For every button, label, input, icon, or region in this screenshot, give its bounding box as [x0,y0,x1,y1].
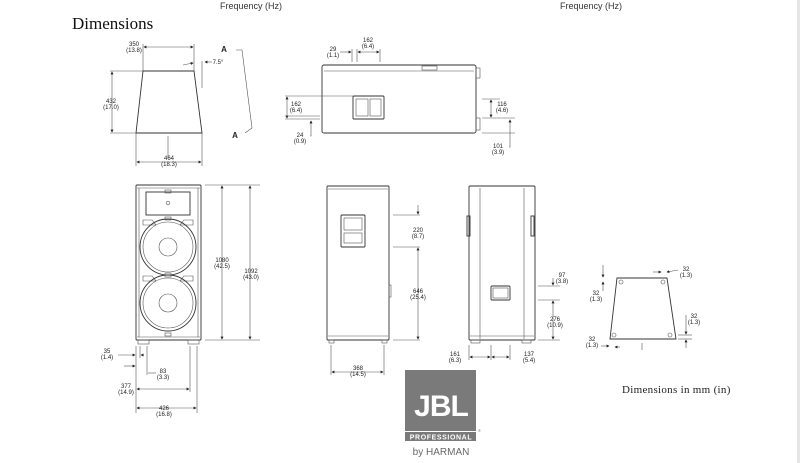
svg-text:(3.3): (3.3) [157,375,169,381]
rear-view: 97 (3.8) 276 (10.9) 161 (6.3) 137 (5.4) [449,185,568,364]
svg-text:7.5°: 7.5° [213,60,224,66]
svg-text:(6.3): (6.3) [449,358,461,364]
svg-text:162: 162 [291,102,302,108]
svg-text:(5.4): (5.4) [523,358,535,364]
svg-text:101: 101 [493,144,504,150]
svg-text:(14.9): (14.9) [118,390,134,396]
svg-text:137: 137 [524,352,535,358]
svg-text:(6.4): (6.4) [290,108,302,114]
svg-text:32: 32 [589,337,596,343]
svg-text:(8.7): (8.7) [412,234,424,240]
svg-text:32: 32 [683,267,690,273]
svg-text:(3.8): (3.8) [556,279,568,285]
svg-text:(1.3): (1.3) [586,343,598,349]
axis-label-frequency: Frequency (Hz) [220,1,282,11]
svg-text:35: 35 [104,349,111,355]
svg-text:(3.9): (3.9) [492,150,504,156]
svg-text:32: 32 [593,291,600,297]
front-view: 1080 (42.5) 1092 (43.0) 35 (1.4) 83 (3.3… [101,184,260,418]
svg-text:by HARMAN: by HARMAN [413,447,470,458]
svg-text:161: 161 [450,352,461,358]
svg-text:PROFESSIONAL: PROFESSIONAL [410,435,473,442]
svg-text:368: 368 [353,366,364,372]
svg-text:(4.6): (4.6) [496,108,508,114]
units-note: Dimensions in mm (in) [622,384,731,396]
svg-text:116: 116 [497,102,507,108]
svg-text:(16.8): (16.8) [156,412,172,418]
svg-text:276: 276 [550,317,561,323]
svg-text:220: 220 [413,228,424,234]
jbl-professional-logo: JBL PROFESSIONAL ® by HARMAN [405,370,481,458]
svg-text:162: 162 [363,38,374,44]
svg-text:(0.9): (0.9) [294,139,306,145]
bottom-view: 32 (1.3) 32 (1.3) 32 (1.3) 32 (1.3) [586,265,700,350]
axis-label-frequency: Frequency (Hz) [560,1,622,11]
svg-text:24: 24 [297,133,304,139]
side-view: 220 (8.7) 646 (25.4) 368 (14.5) [326,185,426,378]
svg-text:A: A [221,45,227,54]
svg-text:377: 377 [121,384,132,390]
svg-text:(1.3): (1.3) [688,320,700,326]
svg-text:(13.8): (13.8) [126,48,142,54]
svg-text:(1.3): (1.3) [680,273,692,279]
svg-text:(6.4): (6.4) [362,44,374,50]
scrollbar[interactable] [797,0,800,463]
svg-text:1092: 1092 [244,269,258,275]
svg-text:83: 83 [160,369,167,375]
svg-text:(17.0): (17.0) [103,105,119,111]
svg-text:(14.5): (14.5) [350,372,366,378]
page-title: Dimensions [72,14,153,33]
top-view: 350 (13.8) 432 (17.0) 464 (18.3) 7.5° A … [103,42,253,168]
svg-text:464: 464 [164,156,175,162]
svg-text:(43.0): (43.0) [243,275,259,281]
svg-text:(18.3): (18.3) [161,162,177,168]
svg-text:(1.1): (1.1) [327,53,339,59]
svg-text:(10.9): (10.9) [547,323,563,329]
svg-text:JBL: JBL [414,390,468,423]
svg-text:646: 646 [413,289,424,295]
svg-text:29: 29 [330,47,337,53]
svg-text:(1.4): (1.4) [101,355,113,361]
svg-text:97: 97 [559,273,566,279]
svg-text:(1.3): (1.3) [590,297,602,303]
top-side-view: 29 (1.1) 162 (6.4) 162 (6.4) 24 (0.9) 11… [285,38,515,156]
svg-text:1080: 1080 [215,258,229,264]
svg-text:(42.5): (42.5) [214,264,230,270]
svg-text:®: ® [478,428,481,433]
svg-text:350: 350 [129,42,140,48]
svg-text:32: 32 [691,314,698,320]
svg-text:432: 432 [106,99,117,105]
svg-text:A: A [232,131,238,140]
svg-text:(25.4): (25.4) [410,295,426,301]
svg-text:426: 426 [159,406,170,412]
